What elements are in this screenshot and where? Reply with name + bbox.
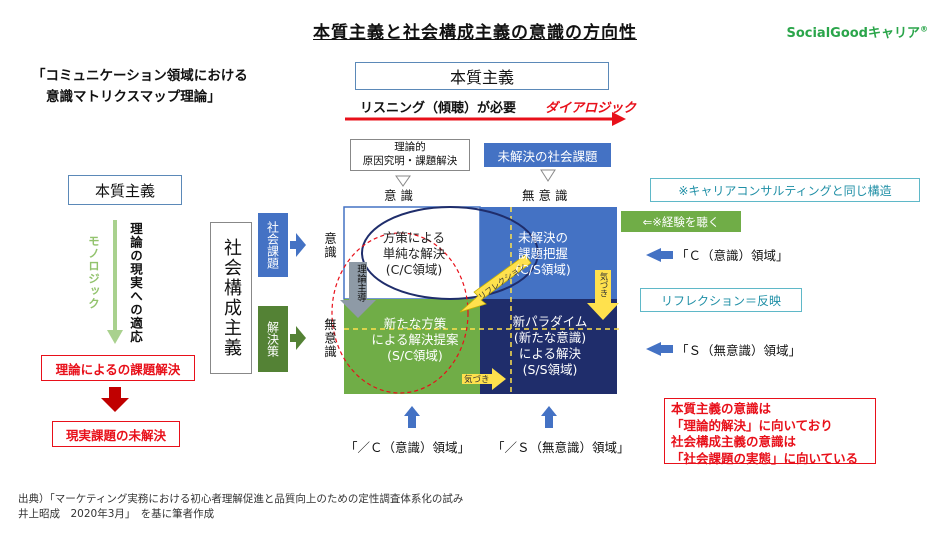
career-consulting-note: ※キャリアコンサルティングと同じ構造 (650, 178, 920, 202)
sc-line-1: 新たな方策 (383, 316, 447, 331)
cc-line-1: 方策による (382, 230, 446, 245)
conclusion-line-2: 「理論的解決」に向いており (671, 417, 833, 433)
brand-name: SocialGoodキャリア (786, 26, 920, 41)
reflection-box: リフレクション＝反映 (640, 288, 802, 312)
column-conscious-label: 意 識 (384, 188, 413, 203)
solution-tag: 解決策 (258, 306, 288, 372)
conclusion-box: 本質主義の意識は 「理論的解決」に向いており 社会構成主義の意識は 「社会課題の… (664, 398, 876, 466)
social-issue-arrow (290, 233, 306, 257)
bottom-c-arrow-head (404, 406, 420, 416)
conclusion-line-1: 本質主義の意識は (671, 401, 772, 416)
row-conscious-label: 意識 (322, 232, 337, 259)
monologic-arrow-head (107, 330, 123, 344)
conclusion-line-4: 「社会課題の実態」に向いている (671, 450, 859, 466)
quadrant-cc-text: 方策による 単純な解決 (C/C領域) (364, 226, 464, 282)
bottom-s-arrow-head (541, 406, 557, 416)
solution-arrow (290, 326, 306, 350)
cs-line-2: 課題把握 (517, 246, 568, 261)
red-dashed-ellipse (331, 232, 469, 394)
experience-listening-badge: ⇐※経験を聴く (621, 211, 741, 232)
ss-line-2: (新たな意識) (513, 330, 587, 345)
reality-unresolved-box: 現実課題の未解決 (52, 421, 180, 447)
quadrant-cs-text: 未解決の 課題把握 (C/S領域) (488, 226, 598, 282)
s-domain-arrow-head (646, 342, 661, 356)
c-domain-arrow-body (661, 251, 673, 259)
row-unconscious-label: 無意識 (322, 318, 337, 359)
cc-line-3: (C/C領域) (385, 262, 443, 277)
theory-adaptation-label: 理論の現実への適応 (128, 222, 143, 344)
bottom-c-arrow-body (408, 416, 416, 428)
subtitle-line-2: 意識マトリクスマップ理論」 (46, 89, 221, 105)
awareness-label-2: 気づき (464, 375, 490, 385)
top-essentialism-box: 本質主義 (355, 62, 609, 90)
registered-mark: ® (920, 24, 928, 34)
ss-line-4: (S/S領域) (522, 362, 578, 377)
awareness-down-arrow (587, 270, 619, 320)
cc-line-2: 単純な解決 (382, 246, 446, 261)
unresolved-social-issue-box: 未解決の社会課題 (484, 143, 611, 167)
cc-ellipse (361, 206, 539, 300)
source-citation: 出典）「マーケティング実務における初心者理解促進と品質向上のための定性調査体系化… (18, 492, 463, 522)
conclusion-line-3: 社会構成主義の意識は (671, 434, 797, 449)
bottom-s-domain-label: 「／Ｓ（無意識）領域」 (492, 440, 630, 455)
source-line-2: 井上昭成 2020年3月」 を基に筆者作成 (18, 508, 215, 520)
diagram-subtitle: 「コミュニケーション領域における 意識マトリクスマップ理論」 (32, 66, 248, 108)
theory-solution-box: 理論によるの課題解決 (41, 355, 195, 381)
social-constructionism-box: 社会構成主義 (210, 222, 252, 374)
ss-line-1: 新パラダイム (512, 314, 588, 329)
theory-cause-box: 理論的 原因究明・課題解決 (350, 139, 470, 171)
dialogic-arrow-head (612, 112, 626, 126)
listening-label: リスニング（傾聴）が必要 (360, 101, 517, 116)
theory-led-label: 理論主導 (355, 264, 366, 302)
ss-line-3: による解決 (518, 346, 582, 361)
bottom-s-arrow-body (545, 416, 553, 428)
c-domain-arrow-head (646, 248, 661, 262)
brand-logo: SocialGoodキャリア® (786, 22, 928, 41)
page-title: 本質主義と社会構成主義の意識の方向性 (313, 23, 637, 43)
awareness-right-arrow (462, 368, 506, 390)
column-unconscious-label: 無 意 識 (522, 188, 568, 203)
quadrant-ss-text: 新パラダイム (新たな意識) による解決 (S/S領域) (494, 310, 606, 382)
awareness-label-1: 気づき (598, 272, 608, 298)
cs-line-3: (C/S領域) (515, 262, 571, 277)
theory-box-line-1: 理論的 (394, 141, 426, 153)
social-issue-tag: 社会課題 (258, 213, 288, 277)
c-domain-label: 「Ｃ（意識）領域」 (676, 248, 789, 263)
theory-box-line-2: 原因究明・課題解決 (362, 155, 458, 167)
source-line-1: 出典）「マーケティング実務における初心者理解促進と品質向上のための定性調査体系化… (18, 493, 464, 505)
red-down-arrow (101, 387, 129, 412)
unresolved-down-arrow (540, 169, 556, 182)
cs-line-1: 未解決の (517, 230, 568, 245)
quadrant-sc-text: 新たな方策 による解決提案 (S/C領域) (356, 312, 474, 368)
bottom-c-domain-label: 「／Ｃ（意識）領域」 (345, 440, 471, 455)
monologic-label: モノロジック (87, 235, 101, 310)
s-domain-arrow-body (661, 345, 673, 353)
left-essentialism-box: 本質主義 (68, 175, 182, 205)
subtitle-line-1: 「コミュニケーション領域における (32, 68, 248, 84)
dialogic-label: ダイアロジック (545, 101, 637, 116)
theory-down-arrow (395, 175, 411, 187)
quadrant-sc (344, 299, 480, 394)
sc-line-2: による解決提案 (371, 332, 459, 347)
reflection-diagonal-arrow (459, 254, 532, 313)
theory-led-arrow (340, 262, 376, 318)
s-domain-label: 「Ｓ（無意識）領域」 (676, 343, 802, 358)
sc-line-3: (S/C領域) (387, 348, 443, 363)
